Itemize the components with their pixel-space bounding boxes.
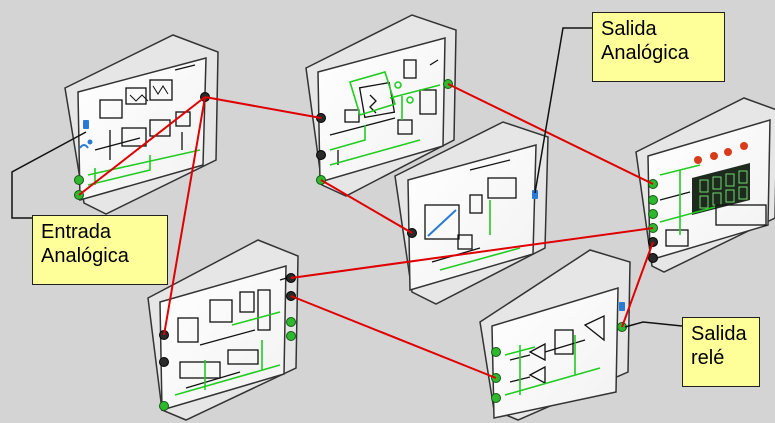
circuit-graphics <box>329 59 439 165</box>
pointer-analog-output <box>534 27 592 194</box>
callout-relay-output-line2: relé <box>691 347 725 369</box>
connector-sockets <box>491 322 627 403</box>
callout-analog-input: Entrada Analógica <box>32 215 168 285</box>
indicator-leds <box>694 142 748 164</box>
circuit-green-traces <box>659 164 716 235</box>
wire <box>621 241 654 328</box>
circuit-green-traces <box>504 335 601 396</box>
pointer-analog-input <box>11 131 87 219</box>
callout-relay-output: Salida relé <box>682 317 760 387</box>
wire <box>290 227 654 279</box>
module-relay <box>479 249 631 421</box>
display-digits <box>692 163 750 215</box>
callout-analog-input-line1: Entrada <box>41 221 112 243</box>
wire <box>163 96 206 336</box>
module-processing-top <box>305 14 457 197</box>
callout-analog-output-line2: Analógica <box>601 42 689 64</box>
circuit-graphics <box>177 276 291 389</box>
callout-relay-output-line1: Salida <box>691 323 747 345</box>
circuit-graphics <box>94 64 196 160</box>
wire <box>78 96 206 196</box>
wire <box>290 295 497 379</box>
callout-analog-output: Salida Analógica <box>592 12 725 82</box>
relay-connector-blue <box>619 302 625 311</box>
output-connector-blue <box>532 190 538 199</box>
red-wires <box>78 83 654 379</box>
wire <box>204 96 322 119</box>
circuit-green-traces <box>329 71 441 166</box>
module-analog-input <box>64 34 219 215</box>
callout-pointers <box>11 27 683 328</box>
module-display <box>635 97 775 273</box>
circuit-graphics <box>659 191 767 247</box>
circuit-green-traces <box>174 311 281 396</box>
callout-analog-input-line2: Analógica <box>41 245 129 267</box>
pointer-relay-output <box>624 321 683 328</box>
callout-analog-output-line1: Salida <box>601 18 657 40</box>
wire <box>320 179 413 234</box>
circuit-green-traces <box>439 200 521 271</box>
wire <box>447 83 654 185</box>
module-logic-bottom <box>147 239 299 421</box>
input-connector-blue <box>79 120 93 149</box>
